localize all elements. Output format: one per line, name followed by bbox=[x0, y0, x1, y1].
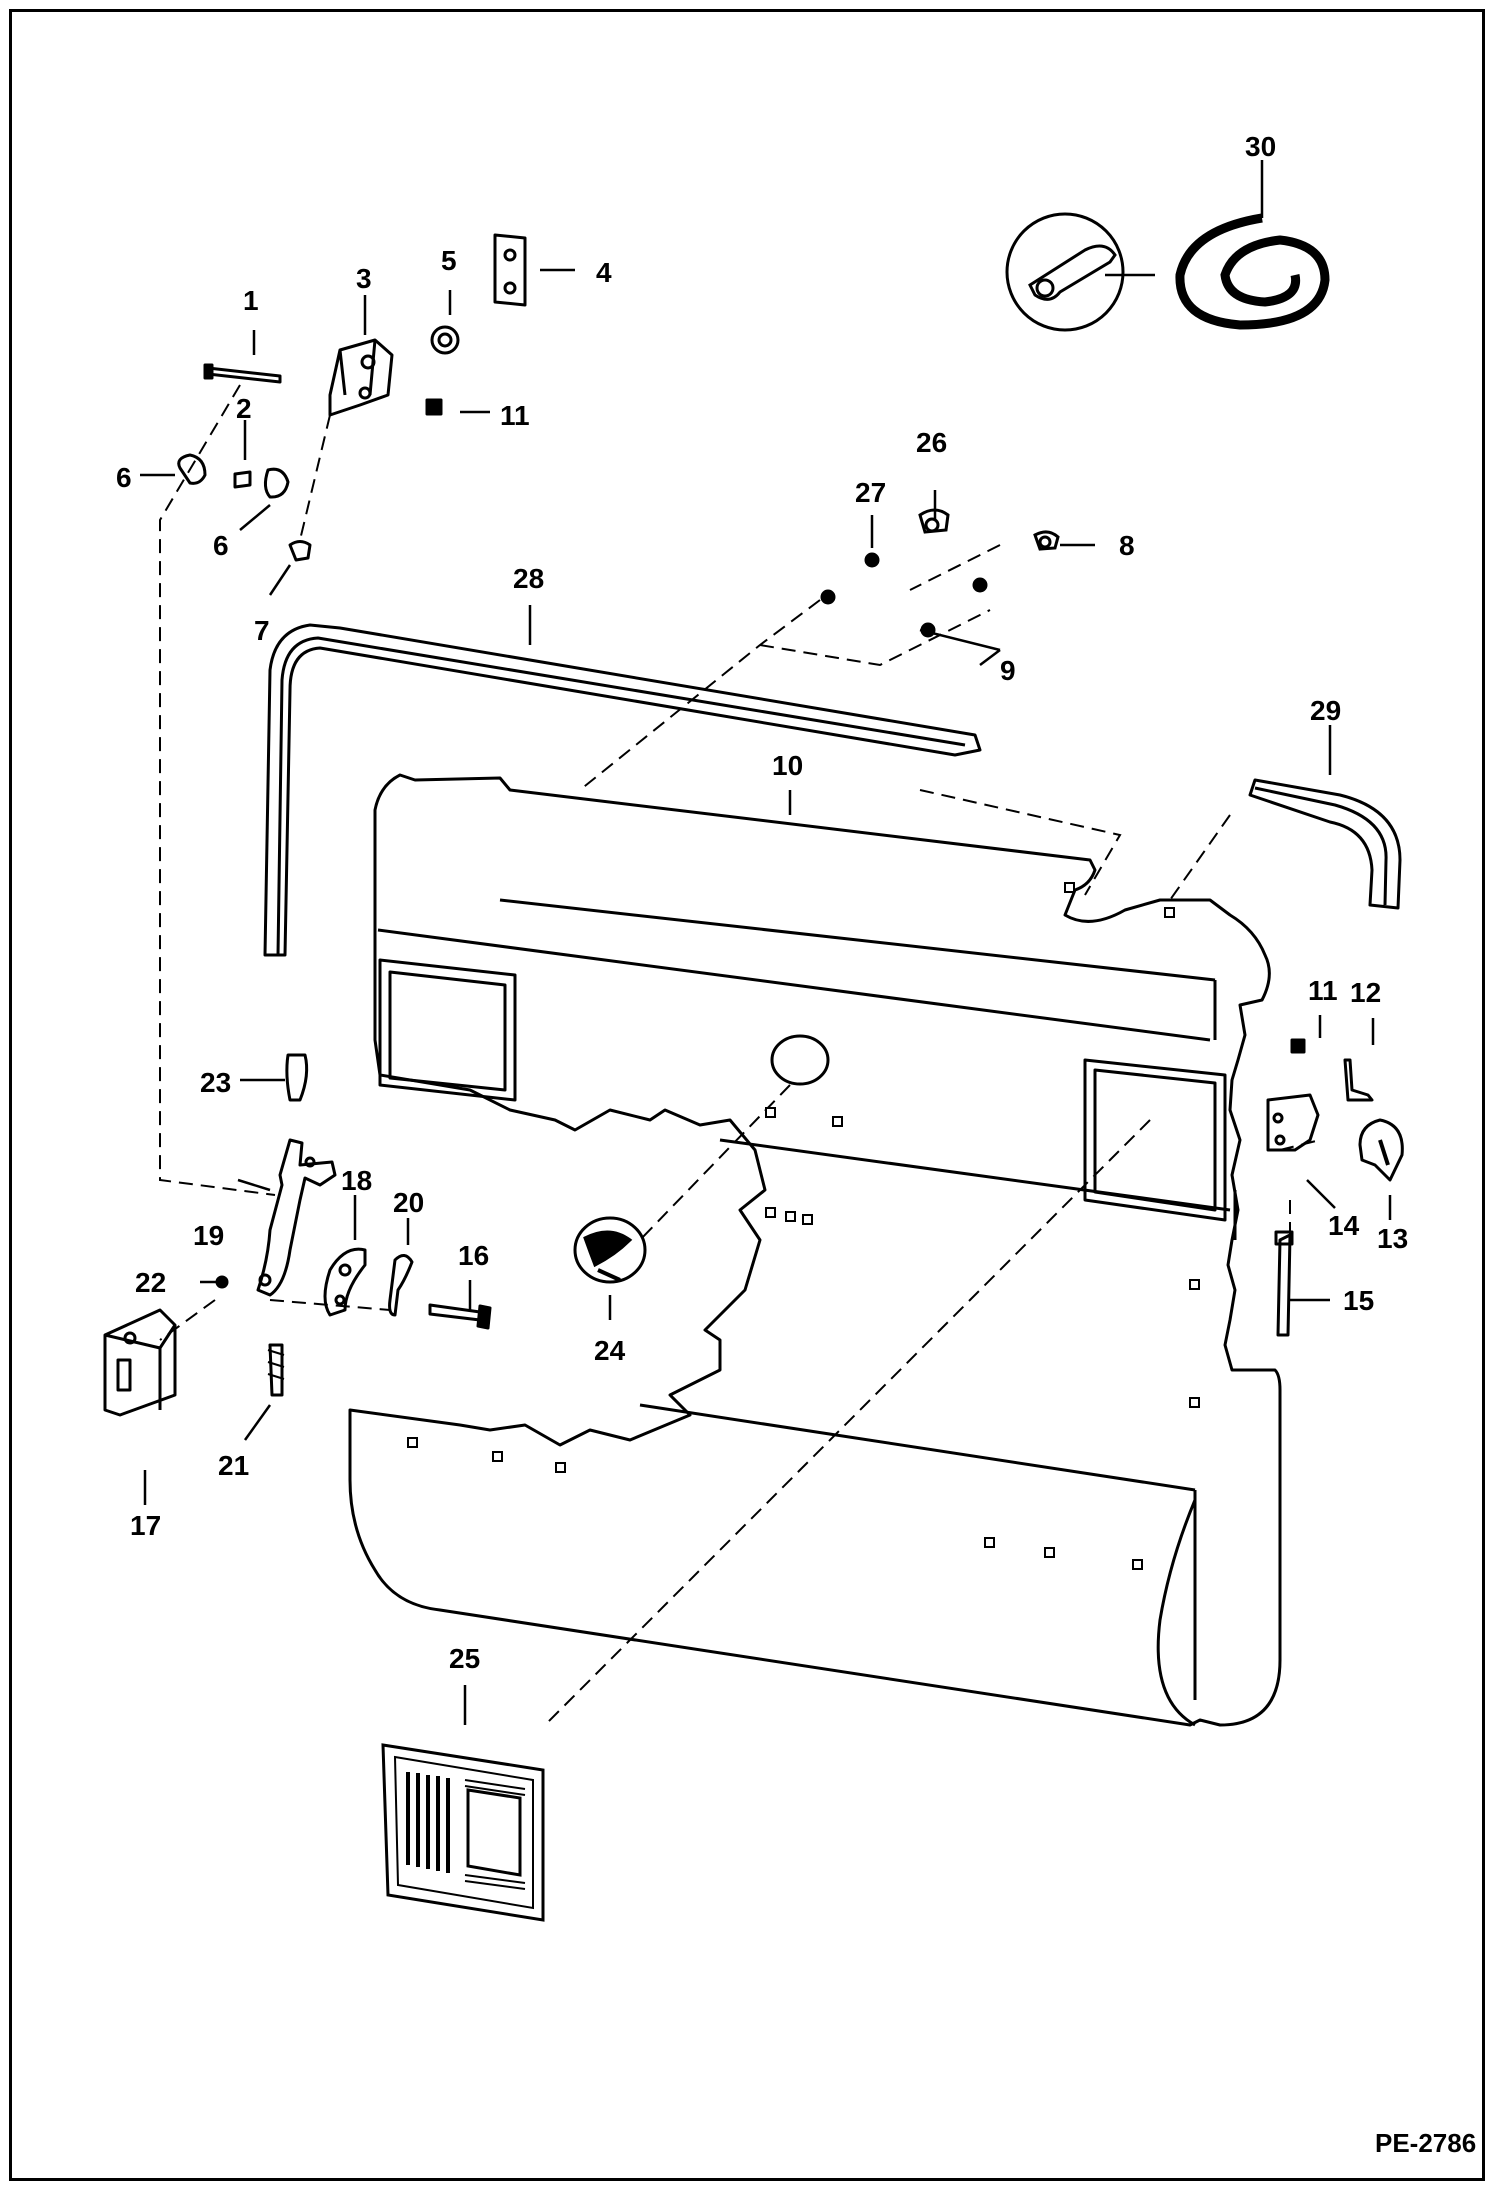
label-4: 4 bbox=[596, 257, 612, 288]
label-12: 12 bbox=[1350, 977, 1381, 1008]
label-20: 20 bbox=[393, 1187, 424, 1218]
leader-lines bbox=[140, 160, 1392, 1725]
label-14: 14 bbox=[1328, 1210, 1360, 1241]
label-3: 3 bbox=[356, 263, 372, 294]
label-19: 19 bbox=[193, 1220, 224, 1251]
assembly-lines bbox=[159, 384, 1321, 1726]
panel-mounting-holes bbox=[407, 882, 1200, 1570]
label-18: 18 bbox=[341, 1165, 372, 1196]
left-latch-group bbox=[103, 1053, 492, 1417]
label-7: 7 bbox=[254, 615, 270, 646]
label-5: 5 bbox=[441, 245, 457, 276]
top-seal bbox=[263, 623, 982, 957]
diagram-frame bbox=[9, 9, 1485, 2181]
label-22: 22 bbox=[135, 1267, 166, 1298]
label-11-top: 11 bbox=[500, 400, 530, 431]
label-9: 9 bbox=[1000, 655, 1016, 686]
label-21: 21 bbox=[218, 1450, 249, 1481]
label-13: 13 bbox=[1377, 1223, 1408, 1254]
label-1: 1 bbox=[243, 285, 259, 316]
label-29: 29 bbox=[1310, 695, 1341, 726]
stud-hardware bbox=[820, 508, 1060, 638]
label-16: 16 bbox=[458, 1240, 489, 1271]
knob bbox=[573, 1216, 647, 1284]
label-8: 8 bbox=[1119, 530, 1135, 561]
label-11-right: 11 bbox=[1308, 975, 1338, 1006]
label-26: 26 bbox=[916, 427, 947, 458]
label-17: 17 bbox=[130, 1510, 161, 1541]
label-6-left: 6 bbox=[116, 462, 132, 493]
trim-coil bbox=[1005, 212, 1330, 332]
label-23: 23 bbox=[200, 1067, 231, 1098]
label-2: 2 bbox=[236, 393, 252, 424]
label-15: 15 bbox=[1343, 1285, 1374, 1316]
right-seal bbox=[1248, 778, 1402, 910]
right-latch-group bbox=[1266, 1038, 1404, 1337]
hinge-group bbox=[177, 233, 527, 562]
label-10: 10 bbox=[772, 750, 803, 781]
label-24: 24 bbox=[594, 1335, 626, 1366]
part-labels: 1 2 3 4 5 6 6 7 8 9 10 11 11 12 13 14 15… bbox=[116, 131, 1408, 1674]
label-27: 27 bbox=[855, 477, 886, 508]
reference-code: PE-2786 bbox=[1375, 2128, 1476, 2158]
label-28: 28 bbox=[513, 563, 544, 594]
name-plate bbox=[381, 1743, 545, 1922]
label-6-bottom: 6 bbox=[213, 530, 229, 561]
label-30: 30 bbox=[1245, 131, 1276, 162]
label-25: 25 bbox=[449, 1643, 480, 1674]
door-panel bbox=[348, 773, 1282, 1727]
